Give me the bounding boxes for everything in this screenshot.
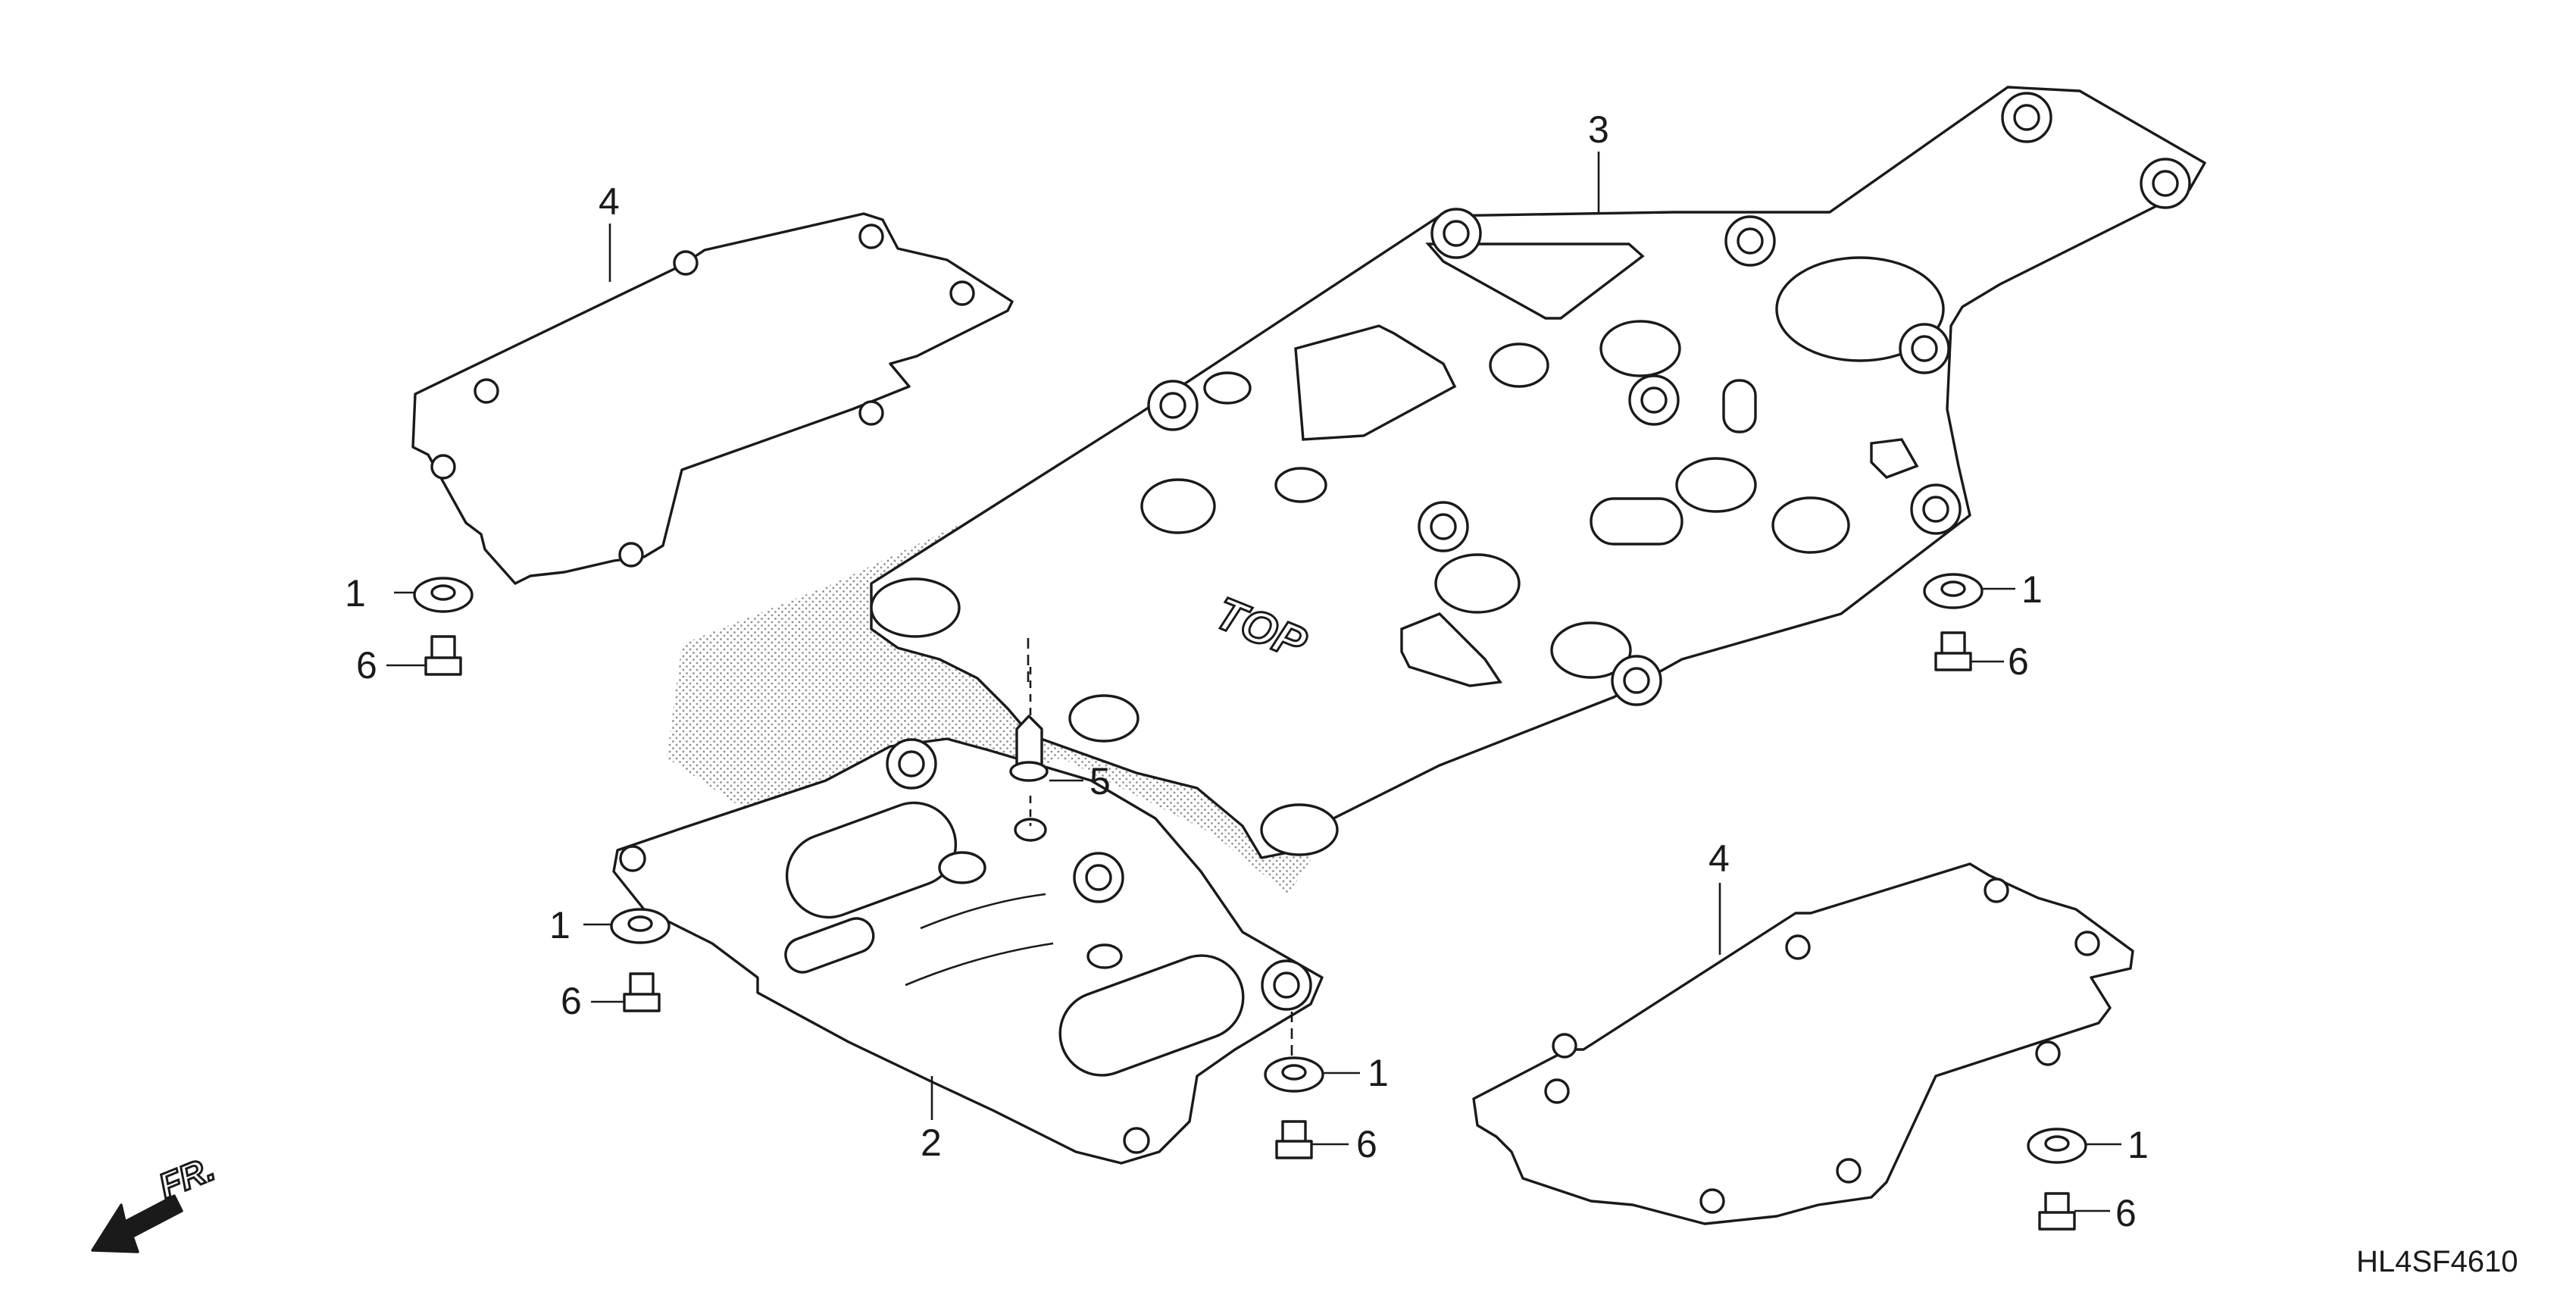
hole xyxy=(474,378,499,404)
mount-boss xyxy=(1147,380,1199,431)
hole xyxy=(2035,1040,2061,1066)
callout-6-upper-left: 6 xyxy=(356,644,377,687)
callout-4-lower: 4 xyxy=(1708,837,1730,880)
hole xyxy=(673,250,699,276)
hole xyxy=(2074,931,2100,956)
hole xyxy=(1836,1158,1862,1184)
mount-boss xyxy=(1899,323,1950,374)
callout-3: 3 xyxy=(1588,108,1609,151)
front-direction-arrow: FR. xyxy=(91,1147,221,1253)
part-2-front-cover xyxy=(612,737,1324,1165)
part-4-lower-cover xyxy=(1472,862,2134,1225)
hole xyxy=(1552,1033,1577,1059)
callout-1-lower-right: 1 xyxy=(2127,1124,2149,1166)
hole xyxy=(1984,877,2009,903)
mount-boss xyxy=(1430,208,1482,259)
hole xyxy=(858,400,884,426)
hole xyxy=(949,280,975,306)
grommet-1-left xyxy=(583,908,671,944)
callout-4-upper: 4 xyxy=(599,180,620,223)
callout-2: 2 xyxy=(921,1122,942,1164)
callout-6-lower-right: 6 xyxy=(2115,1192,2137,1234)
callout-1-upper-left: 1 xyxy=(345,572,366,615)
callout-1-right: 1 xyxy=(2021,568,2043,611)
mount-boss xyxy=(1910,483,1962,535)
bolt-6-upper-left xyxy=(386,635,462,676)
hole xyxy=(1699,1188,1725,1214)
mount-boss xyxy=(1073,852,1124,903)
bolt-6-center xyxy=(1275,1120,1349,1159)
front-direction-label: FR. xyxy=(153,1148,220,1206)
grommet-1-right xyxy=(1923,573,2015,609)
callout-5: 5 xyxy=(1089,760,1111,802)
part-4-upper-cover xyxy=(411,212,1014,585)
mount-boss xyxy=(1628,374,1680,426)
grommet-1-lower-right xyxy=(2027,1128,2121,1164)
bolt-6-left xyxy=(591,972,661,1012)
callout-6-right: 6 xyxy=(2008,640,2029,683)
hole xyxy=(430,454,456,480)
mount-boss xyxy=(2001,92,2052,143)
part-5-clip xyxy=(1009,667,1083,826)
callout-1-center: 1 xyxy=(1368,1052,1389,1094)
mount-boss xyxy=(886,738,937,790)
part-3-main-cover: TOP xyxy=(870,86,2206,859)
mount-boss xyxy=(1418,501,1469,552)
mount-boss xyxy=(2140,158,2191,209)
grommet-1-upper-left xyxy=(394,577,474,613)
callout-1-left: 1 xyxy=(549,904,571,946)
hole xyxy=(1785,934,1811,960)
bolt-6-lower-right xyxy=(2038,1192,2110,1231)
callout-6-center: 6 xyxy=(1356,1123,1377,1165)
mount-boss xyxy=(1261,959,1312,1011)
mount-boss xyxy=(1611,655,1662,706)
part-code: HL4SF4610 xyxy=(2356,1245,2518,1278)
mount-boss xyxy=(1724,215,1776,267)
callout-6-left: 6 xyxy=(561,980,582,1022)
grommet-1-center xyxy=(1264,1056,1360,1093)
hole xyxy=(858,224,884,249)
hole xyxy=(618,542,644,568)
hole xyxy=(1544,1078,1570,1104)
bolt-6-right xyxy=(1934,631,2004,671)
